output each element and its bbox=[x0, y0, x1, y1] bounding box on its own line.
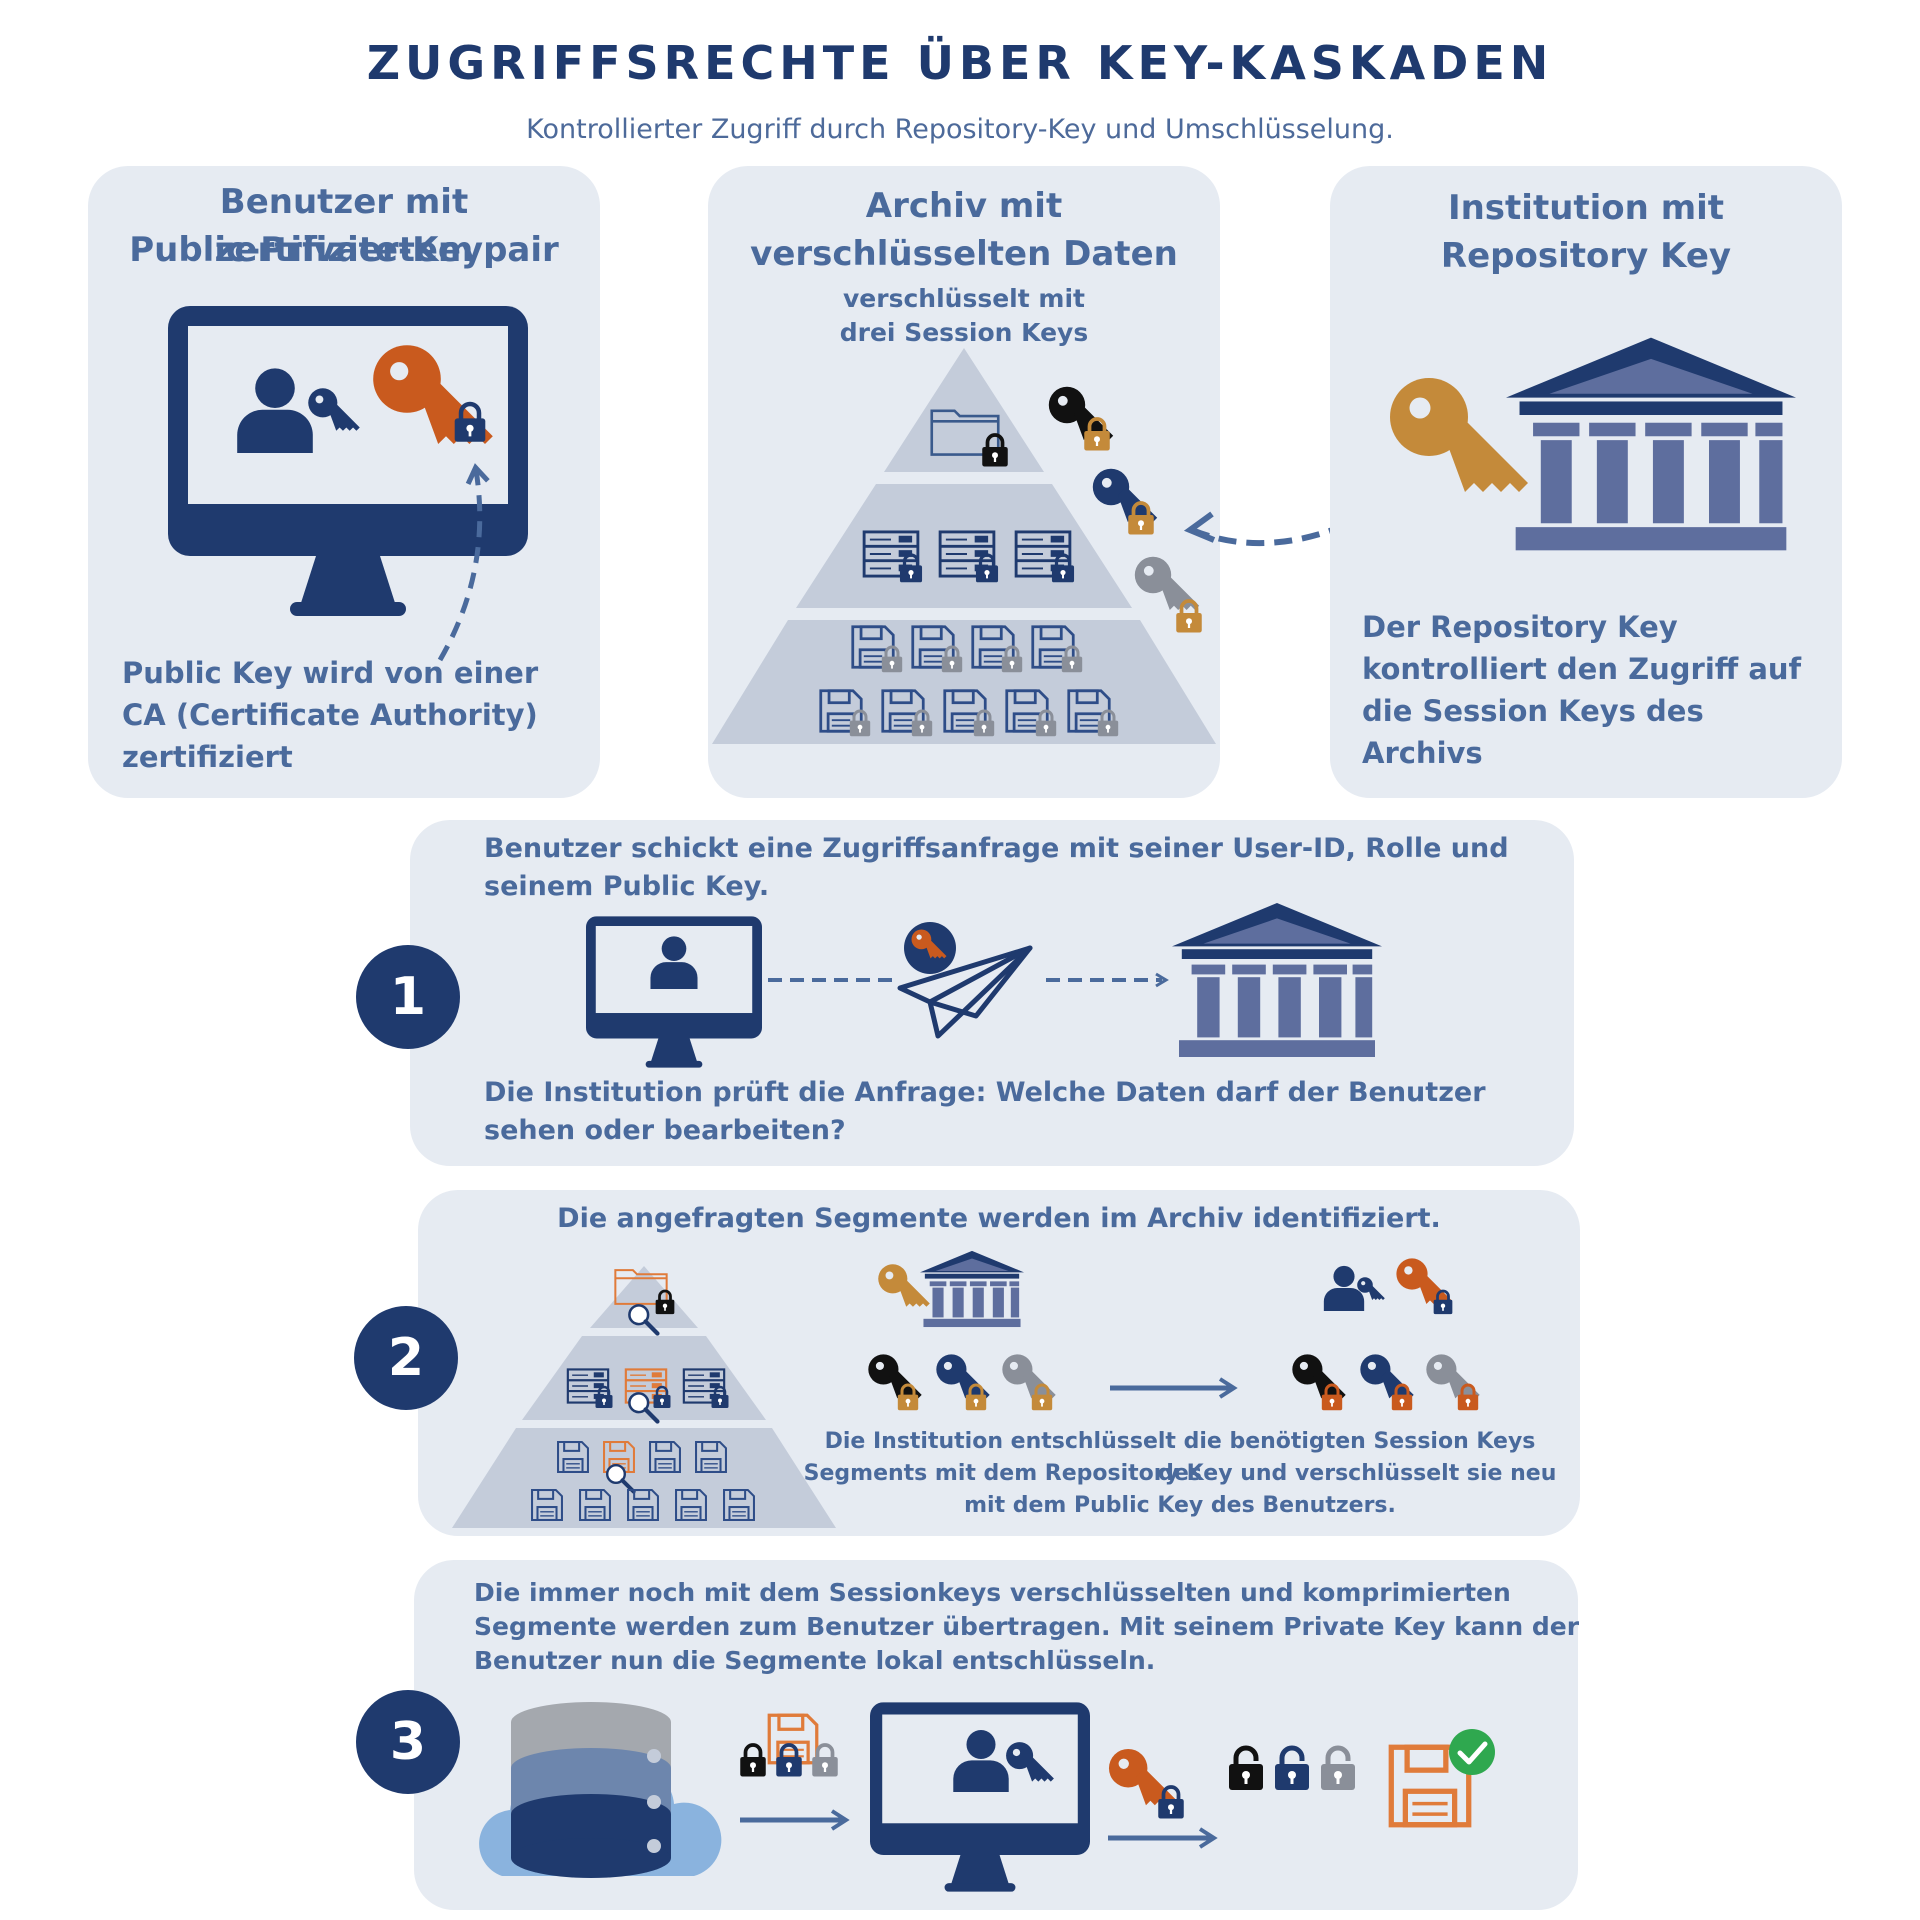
step-1-number: 1 bbox=[356, 945, 460, 1049]
lock-icon bbox=[1126, 500, 1156, 536]
bank-icon bbox=[1172, 900, 1382, 1060]
lock-icon bbox=[1390, 1382, 1414, 1412]
step-2-text-bottom-2: Segments mit dem Repository Key und vers… bbox=[803, 1461, 1557, 1486]
institution-caption-3: die Session Keys des bbox=[1362, 694, 1704, 728]
lock-icon bbox=[880, 644, 904, 674]
arrow-icon bbox=[1108, 1827, 1218, 1849]
checkmark-icon bbox=[1449, 1729, 1495, 1775]
arrow-icon bbox=[1110, 1377, 1238, 1399]
bank-icon bbox=[920, 1250, 1024, 1328]
page-subtitle: Kontrollierter Zugriff durch Repository-… bbox=[526, 114, 1394, 145]
bank-icon bbox=[1506, 330, 1796, 558]
user-caption-2: CA (Certificate Authority) bbox=[122, 698, 538, 732]
lock-icon bbox=[1030, 1382, 1054, 1412]
key-icon bbox=[306, 386, 362, 442]
institution-panel bbox=[1330, 166, 1842, 798]
lock-icon bbox=[964, 1382, 988, 1412]
lock-icon bbox=[810, 1742, 840, 1778]
floppy-icon bbox=[556, 1440, 590, 1474]
lock-icon bbox=[898, 552, 924, 584]
step-1-text-bottom-2: sehen oder bearbeiten? bbox=[484, 1115, 846, 1146]
lock-icon bbox=[972, 708, 996, 738]
step-2-text-bottom-1: Die Institution entschlüsselt die benöti… bbox=[824, 1429, 1536, 1486]
lock-icon bbox=[1082, 416, 1112, 452]
lock-icon bbox=[910, 708, 934, 738]
lock-icon bbox=[896, 1382, 920, 1412]
lock-icon bbox=[940, 644, 964, 674]
lock-icon bbox=[1060, 644, 1084, 674]
ca-arrow-icon bbox=[437, 463, 490, 662]
user-icon bbox=[646, 930, 702, 992]
institution-title-2: Repository Key bbox=[1440, 236, 1732, 276]
institution-caption-4: Archivs bbox=[1362, 736, 1483, 770]
step-2-text-bottom-3: mit dem Public Key des Benutzers. bbox=[964, 1493, 1396, 1518]
lock-icon bbox=[1456, 1382, 1480, 1412]
lock-icon bbox=[452, 400, 488, 444]
lock-icon bbox=[774, 1742, 804, 1778]
lock-icon bbox=[1050, 552, 1076, 584]
floppy-icon bbox=[722, 1488, 756, 1522]
key-icon bbox=[910, 928, 948, 966]
step-2-number: 2 bbox=[354, 1306, 458, 1410]
step-1-text-top-2: seinem Public Key. bbox=[484, 871, 770, 902]
arrow-icon bbox=[740, 1809, 850, 1831]
step-2-pyramid bbox=[452, 1266, 836, 1528]
lock-icon bbox=[974, 552, 1000, 584]
floppy-icon bbox=[530, 1488, 564, 1522]
step-3-text-1: Die immer noch mit dem Sessionkeys versc… bbox=[474, 1578, 1511, 1607]
lock-icon bbox=[594, 1384, 614, 1410]
lock-icon bbox=[710, 1384, 730, 1410]
key-icon bbox=[1004, 1740, 1056, 1792]
institution-caption-2: kontrolliert den Zugriff auf bbox=[1362, 652, 1802, 686]
user-panel-title-2: Public-Private-Keypair bbox=[129, 230, 559, 270]
archive-title-1: Archiv mit bbox=[865, 186, 1063, 226]
user-caption-3: zertifiziert bbox=[122, 740, 293, 774]
lock-icon bbox=[1174, 598, 1204, 634]
floppy-icon bbox=[674, 1488, 708, 1522]
lock-icon bbox=[1034, 708, 1058, 738]
floppy-icon bbox=[626, 1488, 660, 1522]
key-icon bbox=[1356, 1276, 1386, 1306]
floppy-icon bbox=[648, 1440, 682, 1474]
lock-icon bbox=[1000, 644, 1024, 674]
step-2-text-top: Die angefragten Segmente werden im Archi… bbox=[557, 1203, 1441, 1234]
lock-icon bbox=[1320, 1382, 1344, 1412]
open-lock-icon bbox=[1318, 1744, 1358, 1792]
institution-title-1: Institution mit bbox=[1447, 188, 1725, 228]
step-1-text-bottom-1: Die Institution prüft die Anfrage: Welch… bbox=[484, 1077, 1486, 1108]
dashed-arrow bbox=[1046, 972, 1169, 988]
archive-sub-1: verschlüsselt mit bbox=[843, 284, 1085, 313]
lock-icon bbox=[1156, 1784, 1186, 1820]
page-title: ZUGRIFFSRECHTE ÜBER KEY-KASKADEN bbox=[366, 36, 1554, 90]
lock-icon bbox=[848, 708, 872, 738]
open-lock-icon bbox=[1226, 1744, 1266, 1792]
paper-plane-icon bbox=[897, 945, 1033, 1039]
magnifier-icon bbox=[626, 1302, 660, 1336]
lock-icon bbox=[980, 432, 1010, 468]
step-3-text-2: Segmente werden zum Benutzer übertragen.… bbox=[474, 1612, 1580, 1641]
step-1-text-top-1: Benutzer schickt eine Zugriffsanfrage mi… bbox=[484, 833, 1509, 864]
step-3-text-3: Benutzer nun die Segmente lokal entschlü… bbox=[474, 1646, 1156, 1675]
dashed-connector bbox=[768, 978, 892, 982]
floppy-icon bbox=[694, 1440, 728, 1474]
archive-title-2: verschlüsselten Daten bbox=[750, 234, 1178, 274]
lock-icon bbox=[738, 1742, 768, 1778]
lock-icon bbox=[1096, 708, 1120, 738]
user-panel-title-1: Benutzer mit zertifiziertem bbox=[214, 182, 474, 270]
institution-caption-1: Der Repository Key bbox=[1362, 610, 1678, 644]
archive-sub-2: drei Session Keys bbox=[839, 318, 1089, 347]
floppy-icon bbox=[578, 1488, 612, 1522]
step-3-number: 3 bbox=[356, 1690, 460, 1794]
lock-icon bbox=[1432, 1288, 1454, 1316]
database-icon bbox=[511, 1702, 671, 1878]
user-caption-1: Public Key wird von einer bbox=[122, 656, 539, 690]
open-lock-icon bbox=[1272, 1744, 1312, 1792]
magnifier-icon bbox=[626, 1390, 660, 1424]
